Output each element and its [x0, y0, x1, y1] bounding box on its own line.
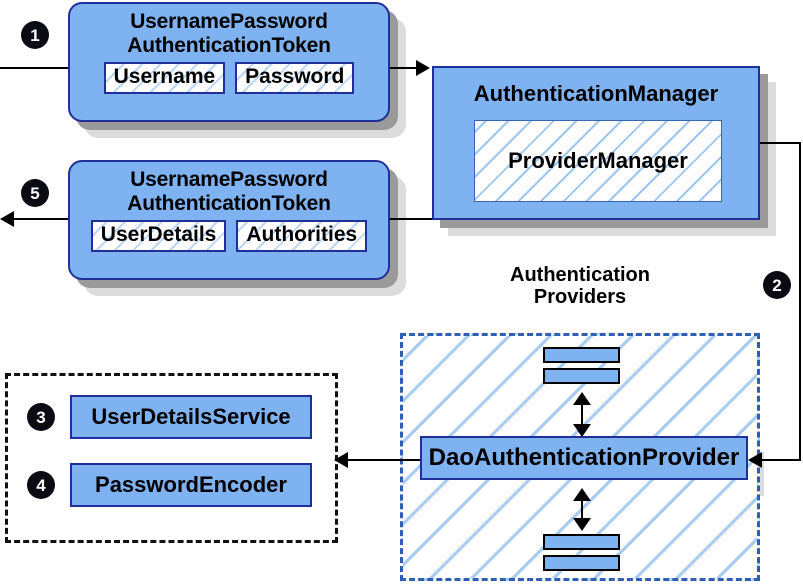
- providers-chain-line-bottom: [581, 494, 583, 522]
- response-output-arrowhead: [0, 211, 14, 227]
- manager-to-providers-top-line: [760, 142, 801, 144]
- request-input-line: [0, 67, 70, 69]
- provider-manager-box[interactable]: ProviderManager: [474, 120, 722, 202]
- authentication-manager-title: AuthenticationManager: [473, 81, 719, 106]
- request-token-title-line1: UsernamePassword: [130, 10, 328, 33]
- step-bullet-4: 4: [28, 472, 54, 498]
- token-to-manager-arrowhead: [416, 60, 430, 76]
- field-password: Password: [235, 62, 355, 94]
- providers-chain-arrow-down-top: [573, 424, 591, 437]
- dao-to-beans-arrowhead: [334, 452, 348, 468]
- providers-caption: Authentication Providers: [462, 264, 698, 309]
- providers-chain-arrow-down-bottom: [573, 518, 591, 531]
- field-userdetails: UserDetails: [90, 220, 227, 252]
- request-token-fields: Username Password: [70, 62, 388, 94]
- providers-chain-arrow-up-top: [573, 392, 591, 405]
- dao-authentication-provider-box[interactable]: DaoAuthenticationProvider: [420, 436, 748, 480]
- manager-to-providers-vertical-line: [799, 142, 801, 460]
- collapsed-provider-bar-top-1[interactable]: [543, 347, 620, 363]
- collapsed-provider-bar-bottom-1[interactable]: [543, 534, 620, 550]
- step-bullet-3: 3: [28, 404, 54, 430]
- providers-caption-line2: Providers: [533, 286, 627, 309]
- collapsed-provider-bar-bottom-2[interactable]: [543, 555, 620, 571]
- result-token-title-line1: UsernamePassword: [130, 168, 328, 191]
- result-token-title-line2: AuthenticationToken: [127, 191, 331, 215]
- result-token-card[interactable]: UsernamePassword AuthenticationToken Use…: [68, 160, 390, 280]
- result-token-fields: UserDetails Authorities: [70, 220, 388, 252]
- authentication-manager-box[interactable]: AuthenticationManager ProviderManager: [432, 66, 760, 220]
- providers-chain-line-top: [581, 398, 583, 428]
- step-bullet-5: 5: [22, 180, 48, 206]
- dao-authentication-provider-label: DaoAuthenticationProvider: [428, 443, 740, 471]
- provider-manager-label: ProviderManager: [508, 147, 688, 173]
- field-authorities: Authorities: [236, 220, 368, 252]
- userdetailsservice-label: UserDetailsService: [91, 403, 291, 429]
- providers-entry-arrowhead: [748, 452, 762, 468]
- providers-entry-line: [762, 459, 801, 461]
- providers-caption-line1: Authentication: [510, 264, 650, 286]
- response-output-line: [14, 218, 70, 220]
- manager-to-result-line: [390, 218, 434, 220]
- field-username: Username: [103, 62, 226, 94]
- passwordencoder-box[interactable]: PasswordEncoder: [70, 463, 312, 507]
- dao-to-beans-line: [348, 459, 420, 461]
- step-bullet-2: 2: [764, 272, 790, 298]
- providers-chain-arrow-up-bottom: [573, 488, 591, 501]
- token-to-manager-line: [390, 67, 418, 69]
- request-token-card[interactable]: UsernamePassword AuthenticationToken Use…: [68, 2, 390, 122]
- request-token-title-line2: AuthenticationToken: [127, 33, 331, 57]
- userdetailsservice-box[interactable]: UserDetailsService: [70, 395, 312, 439]
- step-bullet-1: 1: [22, 22, 48, 48]
- collapsed-provider-bar-top-2[interactable]: [543, 368, 620, 384]
- passwordencoder-label: PasswordEncoder: [95, 471, 287, 497]
